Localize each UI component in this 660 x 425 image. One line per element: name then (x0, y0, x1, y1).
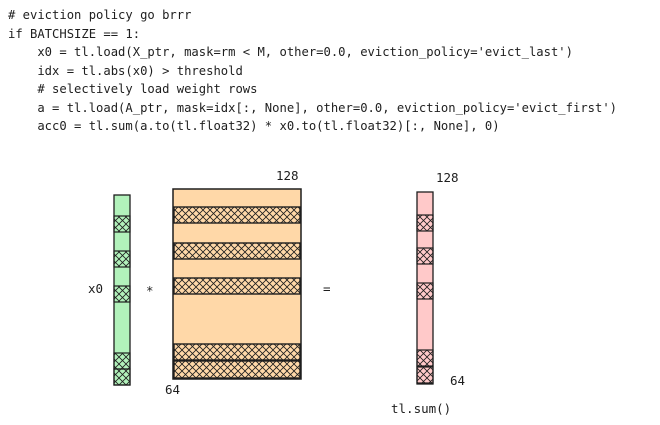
x0-selected-cell (113, 215, 131, 233)
x0-selected-cell (113, 285, 131, 303)
weight-selected-row (173, 242, 301, 260)
code-line: if BATCHSIZE == 1: (8, 26, 141, 41)
code-line: a = tl.load(A_ptr, mask=idx[:, None], ot… (8, 100, 618, 115)
code-line: acc0 = tl.sum(a.to(tl.float32) * x0.to(t… (8, 119, 500, 133)
weight-selected-row (173, 343, 301, 361)
code-line: # eviction policy go brrr (8, 8, 192, 22)
x0-selected-cell (113, 352, 131, 370)
result-selected-cell (416, 214, 434, 232)
weight-selected-row (173, 277, 301, 295)
weight-selected-row (173, 360, 301, 379)
result-bottom-label: 64 (450, 373, 466, 388)
code-line: x0 = tl.load(X_ptr, mask=rm < M, other=0… (8, 45, 573, 59)
weight-matrix (172, 188, 302, 380)
matrix-bottom-label: 64 (165, 382, 181, 397)
x0-selected-cell (113, 368, 131, 386)
x0-label: x0 (88, 281, 104, 296)
code-line: # selectively load weight rows (8, 82, 258, 96)
x0-selected-cell (113, 250, 131, 268)
result-selected-cell (416, 282, 434, 300)
equals-symbol: = (323, 281, 331, 296)
result-top-label: 128 (436, 170, 459, 185)
result-selected-cell (416, 349, 434, 367)
multiply-symbol: * (146, 283, 154, 298)
result-caption: tl.sum() (391, 401, 452, 416)
weight-selected-row (173, 206, 301, 224)
result-vector (416, 191, 434, 385)
matrix-top-label: 128 (276, 168, 299, 183)
code-block: # eviction policy go brrr if BATCHSIZE ==… (8, 6, 617, 136)
result-selected-cell (416, 366, 434, 384)
result-selected-cell (416, 247, 434, 265)
code-line: idx = tl.abs(x0) > threshold (8, 63, 243, 78)
x0-vector (113, 194, 131, 386)
